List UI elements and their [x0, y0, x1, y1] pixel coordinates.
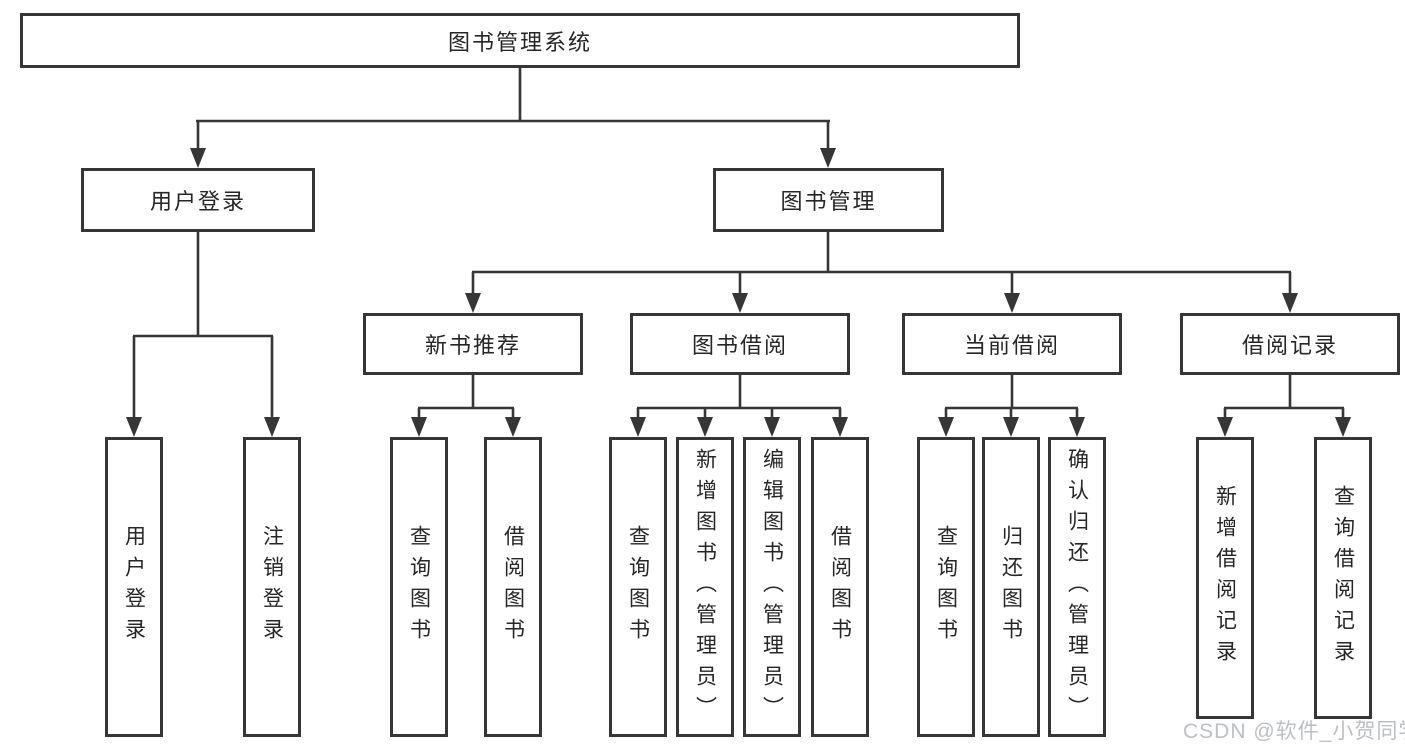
- node-new-book-recommend-label: 新书推荐: [424, 333, 521, 358]
- node-book-borrow: 图书借阅: [630, 313, 850, 375]
- arrowhead-leaf-query-2: [630, 417, 646, 437]
- arrowhead-book-borrow: [732, 293, 748, 313]
- leaf-logout: 注销登录: [243, 437, 301, 737]
- leaf-add-book-admin: 新增图书（管理员）: [676, 437, 734, 737]
- node-root: 图书管理系统: [20, 13, 1020, 68]
- leaf-borrow-books-2-label: 借阅图书: [828, 525, 852, 649]
- leaf-confirm-return-admin: 确认归还（管理员）: [1048, 437, 1106, 737]
- leaf-return-books-label: 归还图书: [999, 525, 1023, 649]
- leaf-edit-book-admin-label: 编辑图书（管理员）: [760, 447, 784, 727]
- leaf-query-books-3: 查询图书: [917, 437, 975, 737]
- leaf-query-borrow-record: 查询借阅记录: [1314, 437, 1372, 719]
- leaf-borrow-books-1-label: 借阅图书: [501, 525, 525, 649]
- leaf-confirm-return-admin-label: 确认归还（管理员）: [1065, 447, 1089, 727]
- leaf-query-books-2-label: 查询图书: [626, 525, 650, 649]
- arrowhead-leaf-confirm-return: [1069, 417, 1085, 437]
- arrowhead-leaf-query-3: [938, 417, 954, 437]
- node-user-login: 用户登录: [81, 168, 315, 232]
- node-new-book-recommend: 新书推荐: [363, 313, 583, 375]
- node-borrow-records-label: 借阅记录: [1241, 333, 1338, 358]
- leaf-edit-book-admin: 编辑图书（管理员）: [743, 437, 801, 737]
- arrowhead-leaf-query-1: [411, 417, 427, 437]
- leaf-add-borrow-record: 新增借阅记录: [1196, 437, 1254, 719]
- leaf-query-books-1: 查询图书: [390, 437, 448, 737]
- leaf-borrow-books-2: 借阅图书: [811, 437, 869, 737]
- leaf-return-books: 归还图书: [982, 437, 1040, 737]
- leaf-query-books-2: 查询图书: [609, 437, 667, 737]
- node-book-management-label: 图书管理: [780, 189, 877, 214]
- node-current-borrow-label: 当前借阅: [963, 333, 1060, 358]
- arrowhead-book-management: [820, 148, 836, 168]
- leaf-add-book-admin-label: 新增图书（管理员）: [693, 447, 717, 727]
- node-current-borrow: 当前借阅: [902, 313, 1122, 375]
- arrowhead-leaf-edit-book: [764, 417, 780, 437]
- leaf-query-books-3-label: 查询图书: [934, 525, 958, 649]
- leaf-logout-label: 注销登录: [260, 525, 284, 649]
- leaf-query-borrow-record-label: 查询借阅记录: [1331, 485, 1355, 671]
- arrowhead-leaf-login: [126, 417, 142, 437]
- leaf-borrow-books-1: 借阅图书: [484, 437, 542, 737]
- leaf-query-books-1-label: 查询图书: [407, 525, 431, 649]
- arrowhead-leaf-return: [1003, 417, 1019, 437]
- node-root-label: 图书管理系统: [447, 29, 592, 55]
- leaf-user-login: 用户登录: [105, 437, 163, 737]
- leaf-user-login-label: 用户登录: [122, 525, 146, 649]
- arrowhead-new-book: [465, 293, 481, 313]
- node-user-login-label: 用户登录: [149, 189, 246, 214]
- arrowhead-borrow-records: [1282, 293, 1298, 313]
- arrowhead-leaf-add-record: [1217, 417, 1233, 437]
- leaf-add-borrow-record-label: 新增借阅记录: [1213, 485, 1237, 671]
- arrowhead-leaf-query-record: [1335, 417, 1351, 437]
- arrowhead-current-borrow: [1004, 293, 1020, 313]
- csdn-watermark: CSDN @软件_小贺同学: [1183, 720, 1405, 743]
- arrowhead-leaf-add-book: [697, 417, 713, 437]
- node-borrow-records: 借阅记录: [1180, 313, 1400, 375]
- node-book-management: 图书管理: [713, 168, 944, 232]
- arrowhead-leaf-borrow-2: [832, 417, 848, 437]
- arrowhead-user-login: [190, 148, 206, 168]
- arrowhead-leaf-logout: [264, 417, 280, 437]
- arrowhead-leaf-borrow-1: [505, 417, 521, 437]
- node-book-borrow-label: 图书借阅: [691, 333, 788, 358]
